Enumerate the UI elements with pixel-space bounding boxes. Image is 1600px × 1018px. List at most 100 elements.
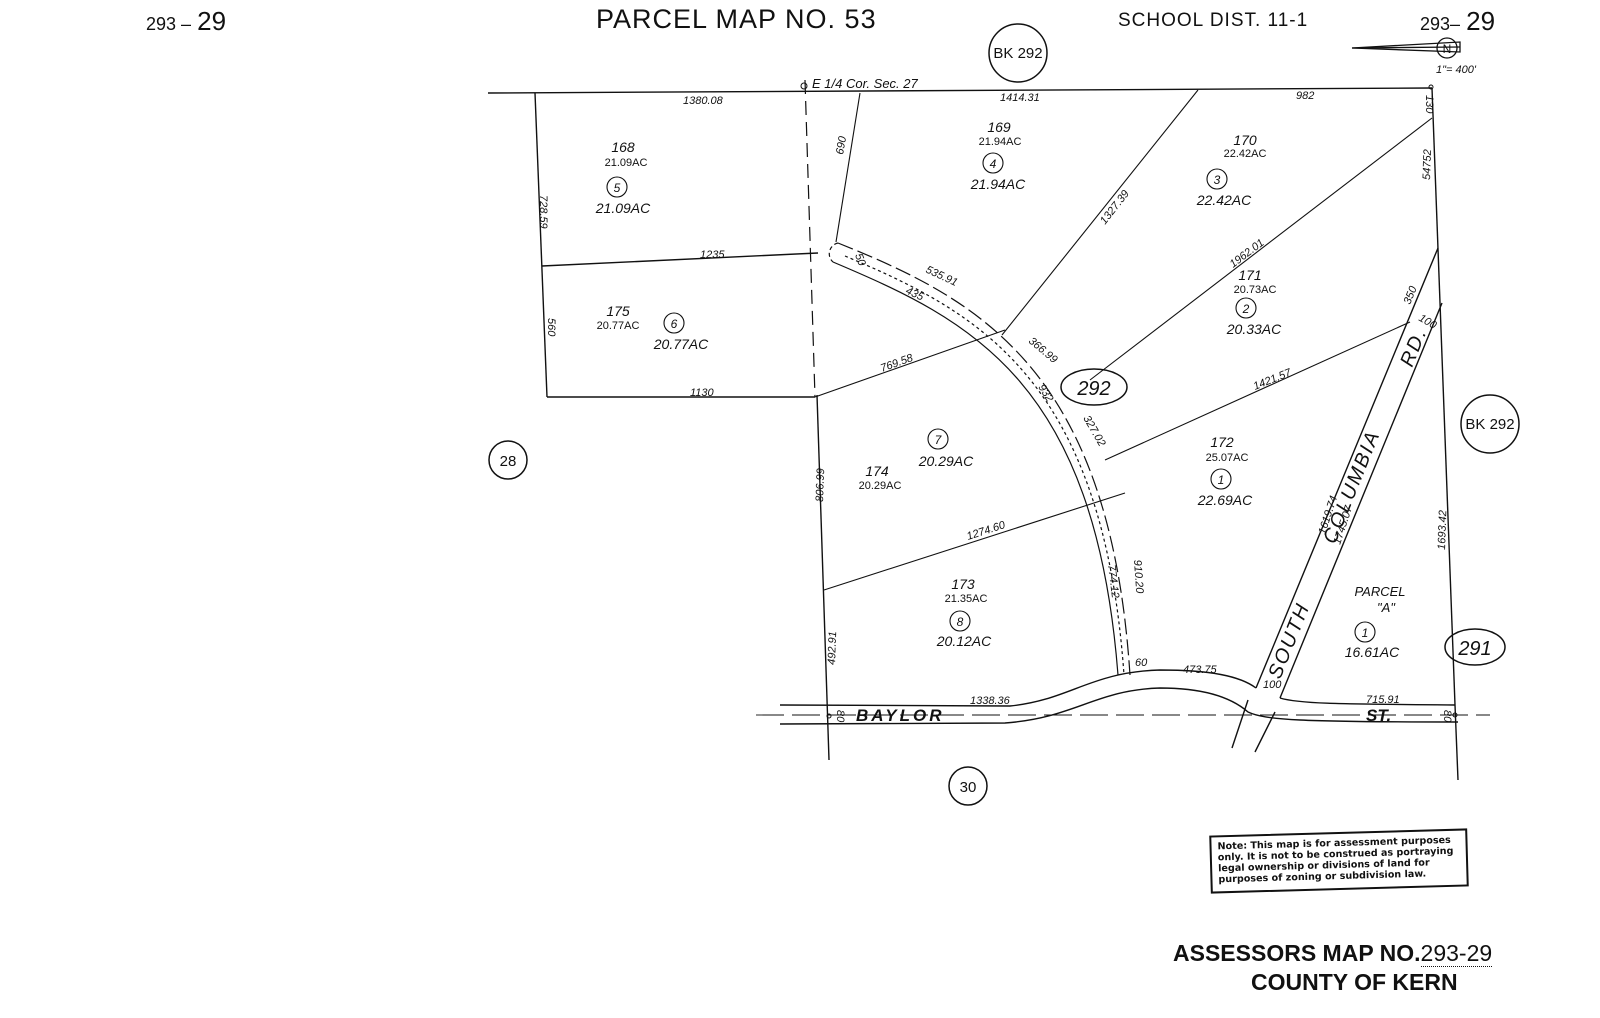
baylor-street xyxy=(756,669,1490,725)
book-label-right: BK 292 xyxy=(1465,416,1514,433)
dim-54752: 54752 xyxy=(1421,149,1434,180)
page-circle-291 xyxy=(1444,628,1506,666)
page-circle-292 xyxy=(1060,368,1128,406)
north-arrow-icon xyxy=(1351,37,1461,59)
dim-1421: 1421.57 xyxy=(1252,366,1294,392)
book-circle-right xyxy=(1460,394,1520,454)
parcel-no-4: 4 xyxy=(990,157,997,171)
apn-172: 172 xyxy=(1210,434,1234,450)
area-168: 21.09AC xyxy=(605,157,648,169)
dim-769: 769.58 xyxy=(879,352,916,375)
map-number-right-suffix: 29 xyxy=(1466,6,1496,36)
dim-327: 327.02 xyxy=(1080,414,1107,449)
dim-492: 492.91 xyxy=(826,631,839,665)
dim-1338: 1338.36 xyxy=(970,695,1011,707)
area-170: 22.42AC xyxy=(1224,148,1267,160)
parcel-lines xyxy=(814,89,1433,591)
parcel-no-7: 7 xyxy=(935,433,943,447)
apn-171: 171 xyxy=(1238,267,1261,283)
corner-label: E 1/4 Cor. Sec. 27 xyxy=(812,76,919,91)
north-label: N xyxy=(1443,42,1452,56)
area-173: 21.35AC xyxy=(945,593,988,605)
assessor-map-number: ASSESSORS MAP NO.293-29 xyxy=(1173,940,1493,967)
dim-1235: 1235 xyxy=(700,249,725,261)
disclaimer-note: Note: This map is for assessment purpose… xyxy=(1209,828,1469,894)
dim-1274: 1274.60 xyxy=(965,519,1007,543)
page-label-292: 292 xyxy=(1076,378,1110,400)
street-st: ST. xyxy=(1366,706,1391,725)
dim-560: 560 xyxy=(545,318,557,337)
apn-169: 169 xyxy=(987,119,1011,135)
area-171: 20.73AC xyxy=(1234,284,1277,296)
parcel-area-3: 22.42AC xyxy=(1196,192,1252,208)
dim-690: 690 xyxy=(834,134,849,155)
parcel-a-no: 1 xyxy=(1362,626,1369,640)
dim-366: 366.99 xyxy=(1026,335,1059,366)
scale-label: 1"= 400' xyxy=(1436,64,1476,76)
parcel-area-2: 20.33AC xyxy=(1226,321,1282,337)
area-174: 20.29AC xyxy=(859,480,902,492)
parcel-no-2: 2 xyxy=(1242,302,1250,316)
dim-535: 535.91 xyxy=(924,264,960,289)
dim-910: 910.20 xyxy=(1131,559,1145,594)
parcel-no-3: 3 xyxy=(1214,173,1221,187)
dim-350: 350 xyxy=(1402,284,1420,306)
parcel-area-5: 21.09AC xyxy=(595,200,651,216)
dim-130: 130 xyxy=(1423,95,1435,114)
boundary-lines xyxy=(487,87,1459,781)
dim-50: 50 xyxy=(852,252,868,268)
area-175: 20.77AC xyxy=(597,320,640,332)
page-circle-30 xyxy=(948,766,988,806)
dim-80b: 80 xyxy=(1441,710,1453,723)
dim-1380: 1380.08 xyxy=(683,95,724,107)
parcel-number-circles xyxy=(606,152,1376,643)
apn-173: 173 xyxy=(951,576,975,592)
map-title: PARCEL MAP NO. 53 xyxy=(596,4,877,34)
map-number-left: 293 – 29 xyxy=(146,6,226,37)
dim-473: 473.75 xyxy=(1183,664,1218,676)
county-name: COUNTY OF KERN xyxy=(1251,969,1458,995)
dim-982: 982 xyxy=(1296,90,1314,102)
apn-170: 170 xyxy=(1233,132,1257,148)
dim-1962: 1962.01 xyxy=(1228,237,1267,271)
book-circle-top xyxy=(988,23,1048,83)
parcel-a-line2: "A" xyxy=(1377,600,1396,615)
parcel-area-8: 20.12AC xyxy=(936,633,992,649)
parcel-no-5: 5 xyxy=(614,181,621,195)
map-number-right-prefix: 293– xyxy=(1420,14,1461,34)
page-label-28: 28 xyxy=(500,453,517,470)
parcel-a-line1: PARCEL xyxy=(1354,584,1405,599)
parcel-no-6: 6 xyxy=(671,317,678,331)
assessor-prefix: ASSESSORS MAP NO. xyxy=(1173,940,1421,966)
book-label-top: BK 292 xyxy=(993,45,1042,62)
map-number-right: 293– 29 xyxy=(1420,6,1495,37)
parcel-area-1: 22.69AC xyxy=(1197,492,1253,508)
area-169: 21.94AC xyxy=(979,136,1022,148)
assessor-number: 293-29 xyxy=(1420,940,1493,967)
page-label-291: 291 xyxy=(1457,638,1491,660)
page-circle-28 xyxy=(488,440,528,480)
dim-715: 715.91 xyxy=(1366,694,1400,706)
south-columbia-road xyxy=(1231,247,1443,753)
dim-60: 60 xyxy=(1135,657,1148,669)
dim-932: 932 xyxy=(1035,382,1055,404)
street-south: SOUTH xyxy=(1264,599,1314,681)
parcel-area-6: 20.77AC xyxy=(653,336,709,352)
dim-1414: 1414.31 xyxy=(1000,92,1040,104)
dim-806: 806.99 xyxy=(814,468,827,502)
dim-435: 435 xyxy=(904,285,927,304)
parcel-no-1: 1 xyxy=(1218,473,1225,487)
street-baylor: BAYLOR xyxy=(856,706,945,725)
parcel-no-8: 8 xyxy=(957,615,964,629)
map-number-left-prefix: 293 – xyxy=(146,14,192,34)
page-label-30: 30 xyxy=(960,779,977,796)
parcel-area-7: 20.29AC xyxy=(918,453,974,469)
corner-markers xyxy=(800,82,1458,719)
dim-728: 728.59 xyxy=(537,195,549,229)
apn-174: 174 xyxy=(865,463,889,479)
school-district: SCHOOL DIST. 11-1 xyxy=(1118,10,1309,31)
area-172: 25.07AC xyxy=(1206,452,1249,464)
parcel-area-4: 21.94AC xyxy=(970,176,1026,192)
street-rd: RD. xyxy=(1396,324,1432,370)
